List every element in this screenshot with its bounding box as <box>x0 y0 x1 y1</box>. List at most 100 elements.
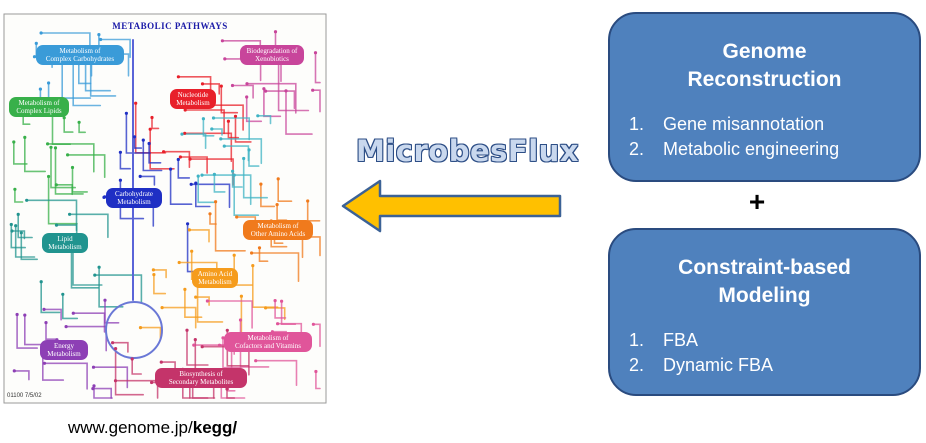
pathway-node <box>214 200 218 204</box>
pathway-node <box>13 187 17 191</box>
pathway-line <box>78 62 92 85</box>
pathway-line <box>197 175 215 204</box>
pathway-node <box>239 294 243 298</box>
pathway-line <box>114 347 144 396</box>
genome-reconstruction-title: Genome Reconstruction <box>610 38 919 94</box>
pathway-line <box>177 158 191 179</box>
pathway-node <box>111 341 115 345</box>
pathway-node <box>211 116 216 120</box>
pathway-node <box>180 132 184 136</box>
pathway-node <box>238 318 243 322</box>
list-text: Metabolic engineering <box>663 139 840 159</box>
pathway-line <box>24 314 44 346</box>
pathway-line <box>78 121 86 134</box>
pathway-line <box>222 337 242 369</box>
brand-microbesflux: MicrobesFlux <box>356 134 580 168</box>
pathway-node <box>273 30 278 34</box>
pathway-node <box>61 292 65 296</box>
pathway-node <box>32 55 37 59</box>
pathway-line <box>184 288 203 318</box>
pathway-line <box>201 83 220 95</box>
pathway-node <box>280 299 284 303</box>
pathway-node <box>313 51 318 55</box>
pathway-node <box>259 182 263 186</box>
pathway-node <box>9 222 13 227</box>
pathway-node <box>256 114 260 118</box>
pathway-line <box>45 321 57 340</box>
kegg-url[interactable]: www.genome.jp/kegg/ <box>68 418 237 438</box>
pathway-line <box>201 174 252 206</box>
pathway-line <box>277 178 293 202</box>
pathway-node <box>15 312 19 317</box>
pathway-node <box>10 229 14 233</box>
pathway-node <box>12 369 16 373</box>
pathway-node <box>220 39 224 43</box>
pathway-node <box>132 135 137 139</box>
pathway-node <box>212 172 216 176</box>
pathway-line <box>72 312 106 333</box>
pathway-node <box>97 33 101 37</box>
pathway-node <box>200 82 205 86</box>
pathway-node <box>38 87 43 91</box>
pathway-line <box>254 359 298 386</box>
pathway-line <box>206 300 253 329</box>
pathway-line <box>50 146 76 189</box>
pathway-node <box>273 299 277 303</box>
pathway-node <box>23 313 27 317</box>
pathway-node <box>221 336 225 340</box>
pathway-line <box>242 157 268 199</box>
pathway-node <box>194 181 198 185</box>
pathway-node <box>245 82 249 86</box>
pathway-node <box>200 173 204 177</box>
pathway-line <box>258 247 269 262</box>
tca-cycle-ring <box>105 301 163 359</box>
url-host: www.genome.jp/ <box>68 418 193 437</box>
pathway-node <box>251 264 255 268</box>
pathway-node <box>235 215 239 219</box>
pathway-line <box>194 296 210 306</box>
pathway-node <box>54 183 58 187</box>
pathway-line <box>46 143 95 173</box>
pathway-node <box>49 145 53 149</box>
list-item: 1.Gene misannotation <box>629 112 919 137</box>
list-item: 2.Dynamic FBA <box>629 353 919 378</box>
pathway-node <box>230 83 235 88</box>
pathway-node <box>275 203 279 207</box>
pathway-line <box>133 136 143 149</box>
pathway-line <box>70 242 100 289</box>
pathway-node <box>42 307 46 311</box>
box1-title-line1: Genome <box>722 40 807 63</box>
pathway-line <box>188 229 210 243</box>
pathway-line <box>201 104 244 131</box>
pathway-node <box>242 156 246 161</box>
pathway-line <box>71 166 88 193</box>
pathway-node <box>160 306 164 310</box>
pathway-line <box>248 149 260 167</box>
pathway-node <box>217 343 222 347</box>
pathway-line <box>213 173 226 193</box>
pathway-node <box>245 95 249 99</box>
pathway-line <box>231 170 243 188</box>
pathway-line <box>285 90 313 135</box>
pathway-node <box>23 135 27 139</box>
pathway-line <box>68 213 109 239</box>
pathway-node <box>103 298 107 302</box>
pathway-line <box>220 85 239 114</box>
pathway-node <box>257 246 262 250</box>
pathway-node <box>113 379 118 383</box>
pathway-line <box>250 252 300 282</box>
pathway-line <box>14 224 36 258</box>
pathway-node <box>151 268 155 272</box>
pathway-node <box>193 338 197 342</box>
pathway-line <box>62 293 79 320</box>
list-number: 2. <box>629 139 645 159</box>
pathway-line <box>142 139 163 172</box>
pathway-line <box>211 128 223 136</box>
pathway-node <box>39 31 43 35</box>
pathway-line <box>190 183 231 209</box>
pathway-node <box>91 387 95 391</box>
pathway-node <box>159 360 163 364</box>
